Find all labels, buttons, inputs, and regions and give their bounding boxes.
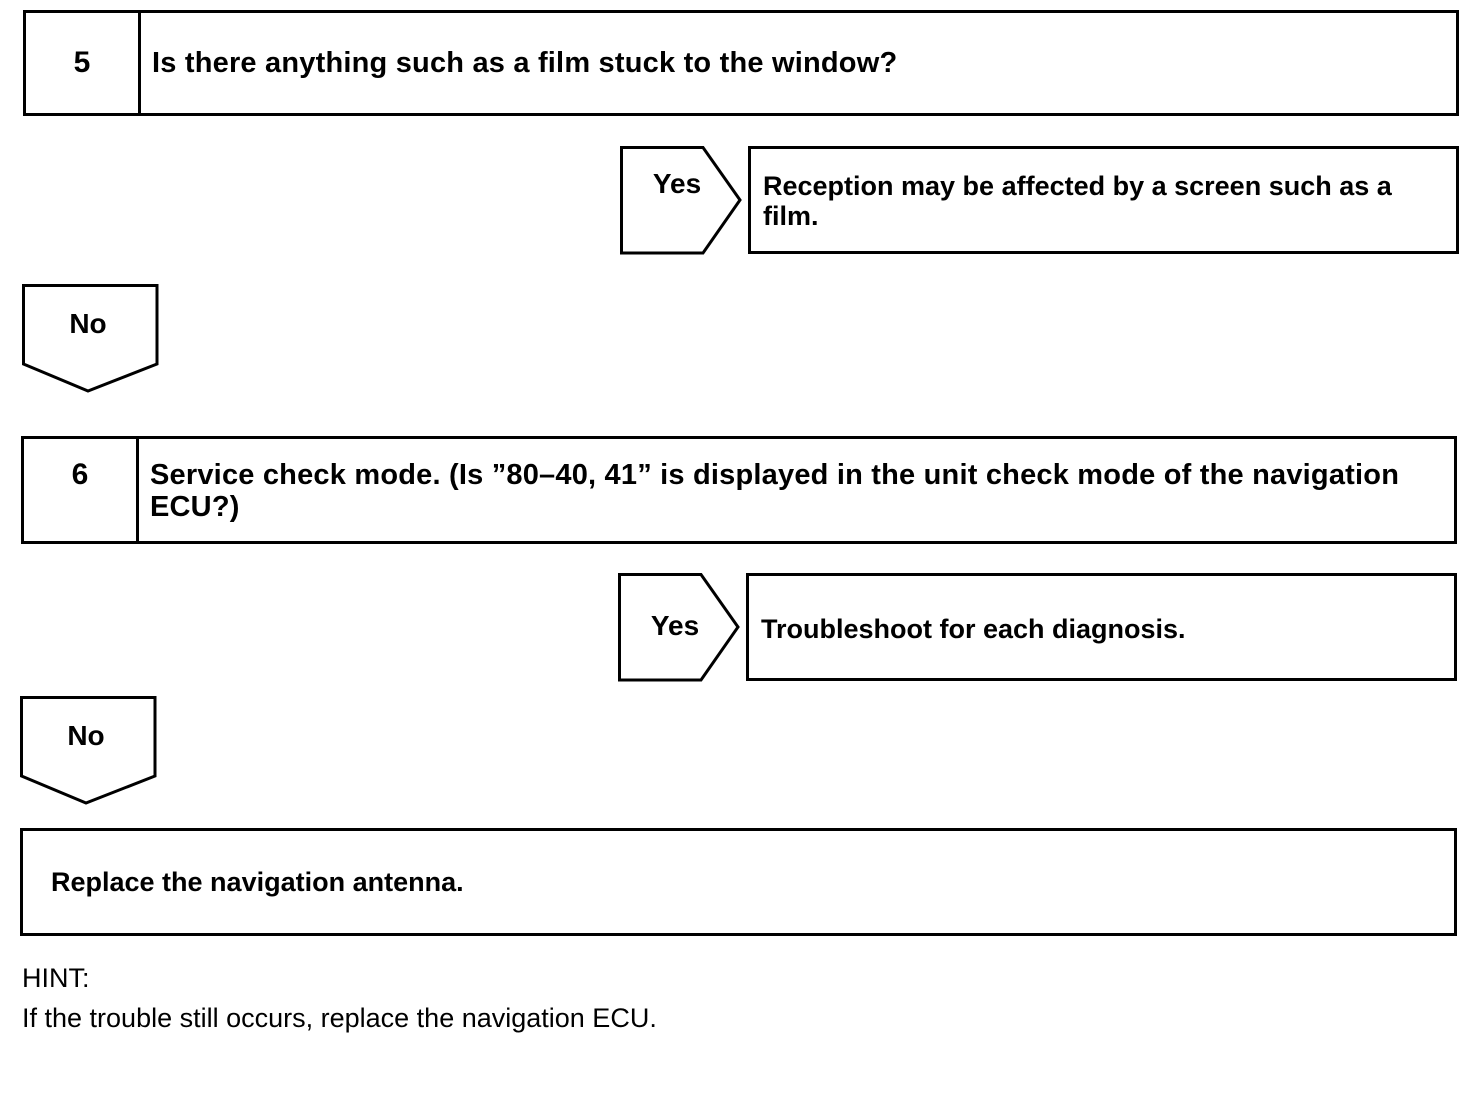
step-6-no-arrow [20, 696, 157, 805]
step-6-number: 6 [24, 439, 139, 541]
step-6-no-label: No [67, 720, 105, 751]
step-5-yes-arrow [620, 146, 742, 255]
step-6-question: Service check mode. (Is ”80–40, 41” is d… [150, 459, 1400, 523]
final-action-box: Replace the navigation antenna. [20, 828, 1457, 936]
step-5-number: 5 [26, 13, 141, 113]
step-5-yes-label: Yes [652, 168, 702, 199]
step-5-question: Is there anything such as a film stuck t… [152, 47, 898, 79]
final-action-text: Replace the navigation antenna. [51, 867, 464, 897]
hint-label: HINT: [22, 963, 90, 993]
step-5-yes-result-box: Reception may be affected by a screen su… [748, 146, 1459, 254]
step-6-box: 6 Service check mode. (Is ”80–40, 41” is… [21, 436, 1457, 544]
step-6-yes-result: Troubleshoot for each diagnosis. [761, 614, 1186, 644]
step-6-yes-label: Yes [650, 610, 700, 641]
hint-text: If the trouble still occurs, replace the… [22, 1003, 657, 1033]
step-6-yes-arrow [618, 573, 740, 682]
step-5-box: 5 Is there anything such as a film stuck… [23, 10, 1459, 116]
step-5-no-label: No [69, 308, 107, 339]
step-5-yes-result: Reception may be affected by a screen su… [763, 171, 1392, 231]
step-6-yes-result-box: Troubleshoot for each diagnosis. [746, 573, 1457, 681]
step-5-no-arrow [22, 284, 159, 393]
